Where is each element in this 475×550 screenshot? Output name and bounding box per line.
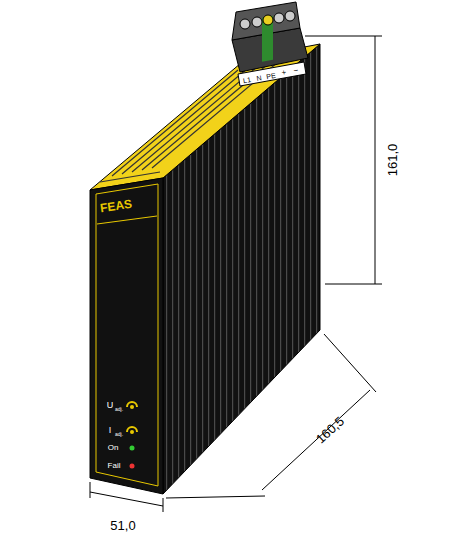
indicators	[127, 402, 137, 469]
control-label: I	[109, 426, 112, 435]
dimension-text: 161,0	[386, 144, 399, 177]
terminal-label: +	[281, 69, 287, 78]
front-panel	[90, 178, 163, 494]
dimension-text: 51,0	[110, 519, 135, 532]
indicator-label: On	[108, 444, 119, 452]
front-border	[96, 184, 158, 486]
terminal-label: −	[293, 67, 299, 76]
terminal-label: L1	[243, 76, 252, 84]
terminal-label: N	[256, 74, 262, 82]
terminal-block	[232, 2, 308, 86]
indicator-label: Fail	[108, 462, 121, 470]
dimension-text: 160,5	[314, 414, 347, 445]
dimension-lines	[90, 36, 382, 512]
control-subscript: adj.	[115, 407, 123, 412]
control-label: U	[107, 401, 114, 410]
logo-line	[97, 216, 157, 224]
top-label	[90, 44, 320, 190]
control-subscript: adj.	[115, 432, 123, 437]
